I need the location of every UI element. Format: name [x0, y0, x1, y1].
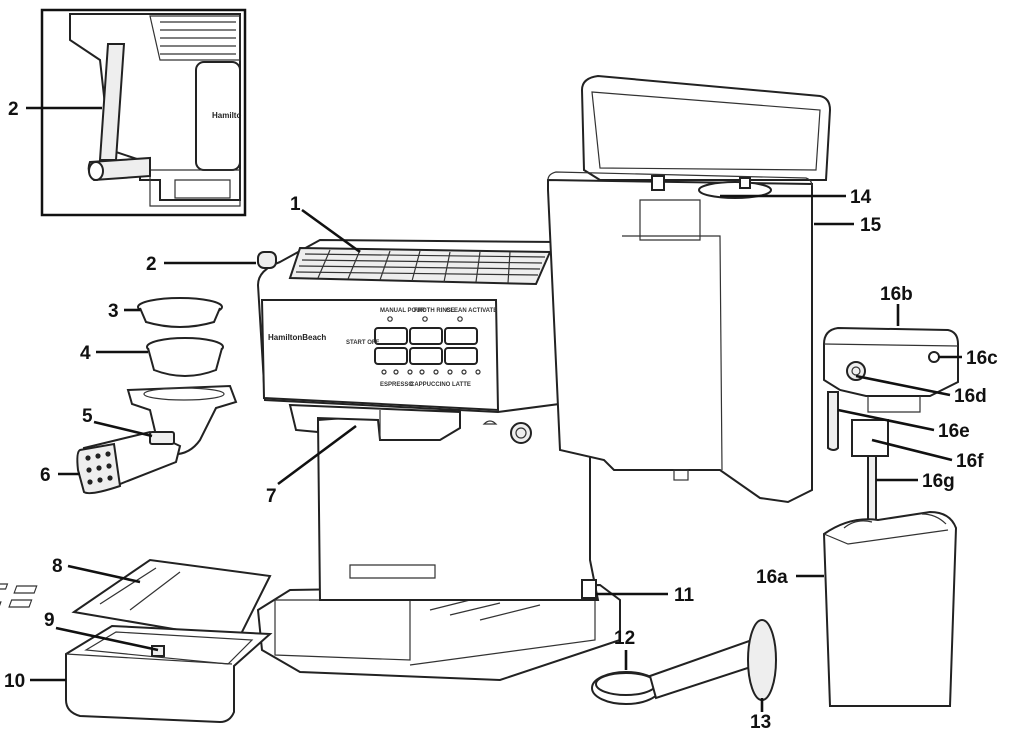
label-16c: 16c	[966, 348, 998, 369]
scoop-tamper	[591, 619, 777, 705]
drip-tray-parts	[0, 558, 273, 724]
label-6: 6	[40, 465, 51, 486]
label-16d: 16d	[954, 386, 987, 407]
callout-leaders	[26, 106, 962, 712]
label-16g: 16g	[922, 471, 955, 492]
label-4: 4	[80, 343, 91, 364]
label-16e: 16e	[938, 421, 970, 442]
inset-detail: Hamilto	[40, 8, 247, 217]
panel-label-manual-pour: MANUAL POUR	[380, 308, 426, 314]
label-1: 1	[290, 194, 301, 215]
filter-baskets-and-portafilter	[76, 297, 238, 495]
label-16b: 16b	[880, 284, 913, 305]
label-13: 13	[750, 712, 771, 731]
brand-logo-text: HamiltonBeach	[268, 333, 326, 342]
label-10: 10	[4, 671, 25, 692]
label-8: 8	[52, 556, 63, 577]
label-16f: 16f	[956, 451, 984, 472]
label-3: 3	[108, 301, 119, 322]
panel-label-espresso: ESPRESSO	[380, 382, 413, 388]
label-15: 15	[860, 215, 882, 236]
panel-label-froth-rinse: FROTH RINSE	[414, 308, 455, 314]
label-5: 5	[82, 406, 93, 427]
panel-label-cappuccino: CAPPUCCINO	[410, 382, 451, 388]
label-2-inset: 2	[8, 99, 19, 120]
label-12: 12	[614, 628, 635, 649]
panel-label-start-off: START OFF	[346, 340, 380, 346]
label-11: 11	[674, 585, 695, 606]
espresso-machine: HamiltonBeach MANUAL POUR FROTH RINSE CL…	[256, 238, 621, 682]
inset-brand-text: Hamilto	[212, 111, 241, 120]
label-2: 2	[146, 254, 157, 275]
label-14: 14	[850, 187, 872, 208]
milk-frother	[822, 326, 959, 707]
label-16a: 16a	[756, 567, 788, 588]
panel-label-latte: LATTE	[452, 382, 471, 388]
water-reservoir	[547, 74, 832, 504]
label-7: 7	[266, 486, 277, 507]
panel-label-clean-activate: CLEAN ACTIVATE	[446, 308, 497, 314]
callout-labels: 2 1 2 3 4 5 6 7 8 9 10 11 12 13 14 15 16…	[4, 99, 998, 731]
label-9: 9	[44, 610, 55, 631]
